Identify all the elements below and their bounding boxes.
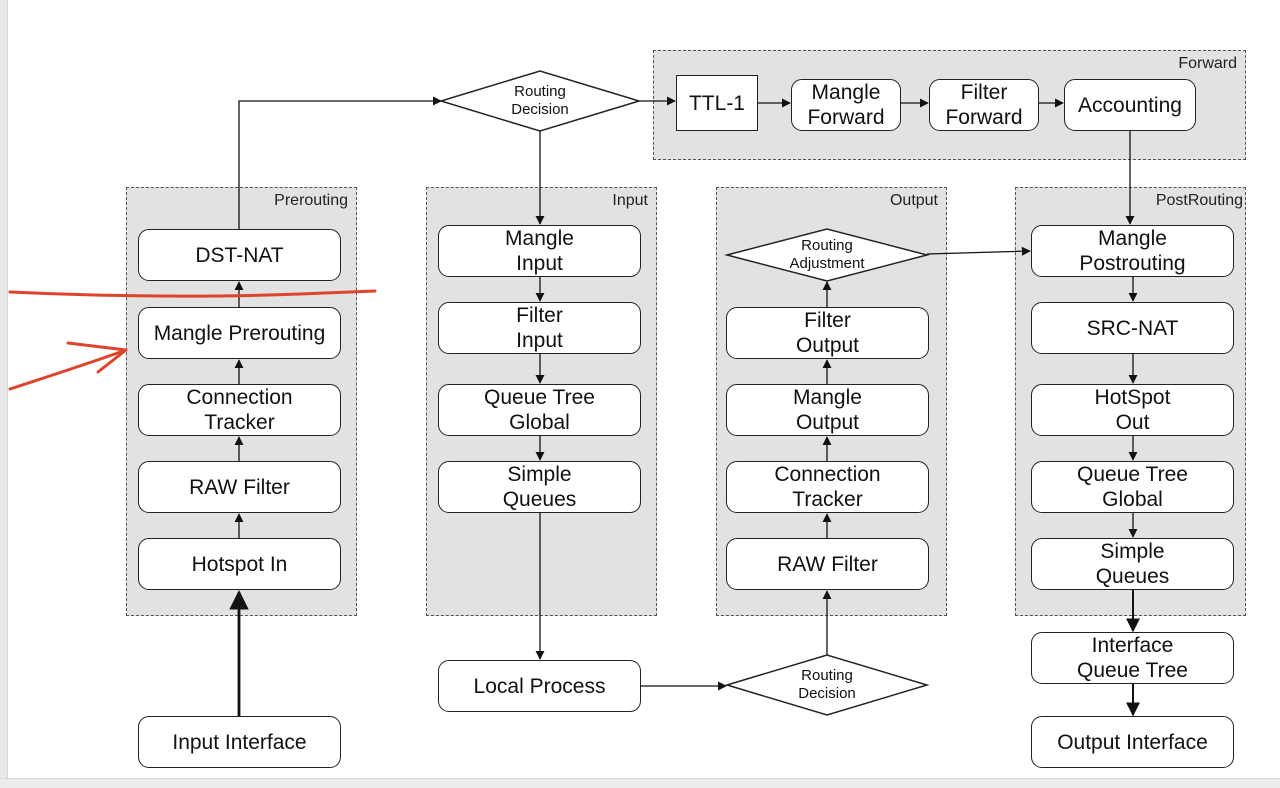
forward-group-label: Forward — [1178, 55, 1237, 72]
annotation-arrow-head — [66, 341, 128, 374]
window-bottom-edge — [0, 778, 1280, 788]
filter-input-box: Filter Input — [438, 302, 641, 354]
dst-nat-box: DST-NAT — [138, 229, 341, 281]
interface-queue-tree-box: Interface Queue Tree — [1031, 632, 1234, 684]
arrow-adjustment-to-postrouting — [926, 246, 1031, 256]
routing-decision-bottom-diamond — [724, 654, 930, 716]
src-nat-box: SRC-NAT — [1031, 302, 1234, 354]
routing-adjustment-label: Routing Adjustment — [789, 237, 865, 272]
mangle-input-box: Mangle Input — [438, 225, 641, 277]
mangle-output-box: Mangle Output — [726, 384, 929, 436]
connection-tracker-output-box: Connection Tracker — [726, 461, 929, 513]
annotation-arrow-stroke — [8, 348, 128, 391]
hotspot-in-box: Hotspot In — [138, 538, 341, 590]
output-group-label: Output — [889, 192, 938, 209]
connection-tracker-prerouting-box: Connection Tracker — [138, 384, 341, 436]
filter-forward-box: Filter Forward — [929, 79, 1039, 131]
window-left-edge — [0, 0, 8, 787]
ttl-box: TTL-1 — [676, 75, 758, 131]
routing-adjustment-diamond — [724, 228, 930, 282]
simple-queues-post-box: Simple Queues — [1031, 538, 1234, 590]
mangle-forward-box: Mangle Forward — [791, 79, 901, 131]
prerouting-group-label: Prerouting — [274, 192, 348, 209]
simple-queues-input-box: Simple Queues — [438, 461, 641, 513]
input-interface-box: Input Interface — [138, 716, 341, 768]
arrow-dstnat-to-routing — [238, 96, 442, 229]
raw-filter-output-box: RAW Filter — [726, 538, 929, 590]
queue-tree-global-post-box: Queue Tree Global — [1031, 461, 1234, 513]
output-interface-box: Output Interface — [1031, 716, 1234, 768]
queue-tree-global-input-box: Queue Tree Global — [438, 384, 641, 436]
raw-filter-prerouting-box: RAW Filter — [138, 461, 341, 513]
routing-decision-bottom-label: Routing Decision — [798, 667, 856, 702]
hotspot-out-box: HotSpot Out — [1031, 384, 1234, 436]
mangle-prerouting-box: Mangle Prerouting — [138, 307, 341, 359]
annotation-underline-stroke — [8, 289, 377, 298]
routing-decision-top-label: Routing Decision — [511, 83, 569, 118]
accounting-box: Accounting — [1064, 79, 1196, 131]
input-group-label: Input — [612, 192, 648, 209]
local-process-box: Local Process — [438, 660, 641, 712]
postrouting-group-label: PostRouting — [1155, 192, 1243, 209]
mangle-postrouting-box: Mangle Postrouting — [1031, 225, 1234, 277]
filter-output-box: Filter Output — [726, 307, 929, 359]
